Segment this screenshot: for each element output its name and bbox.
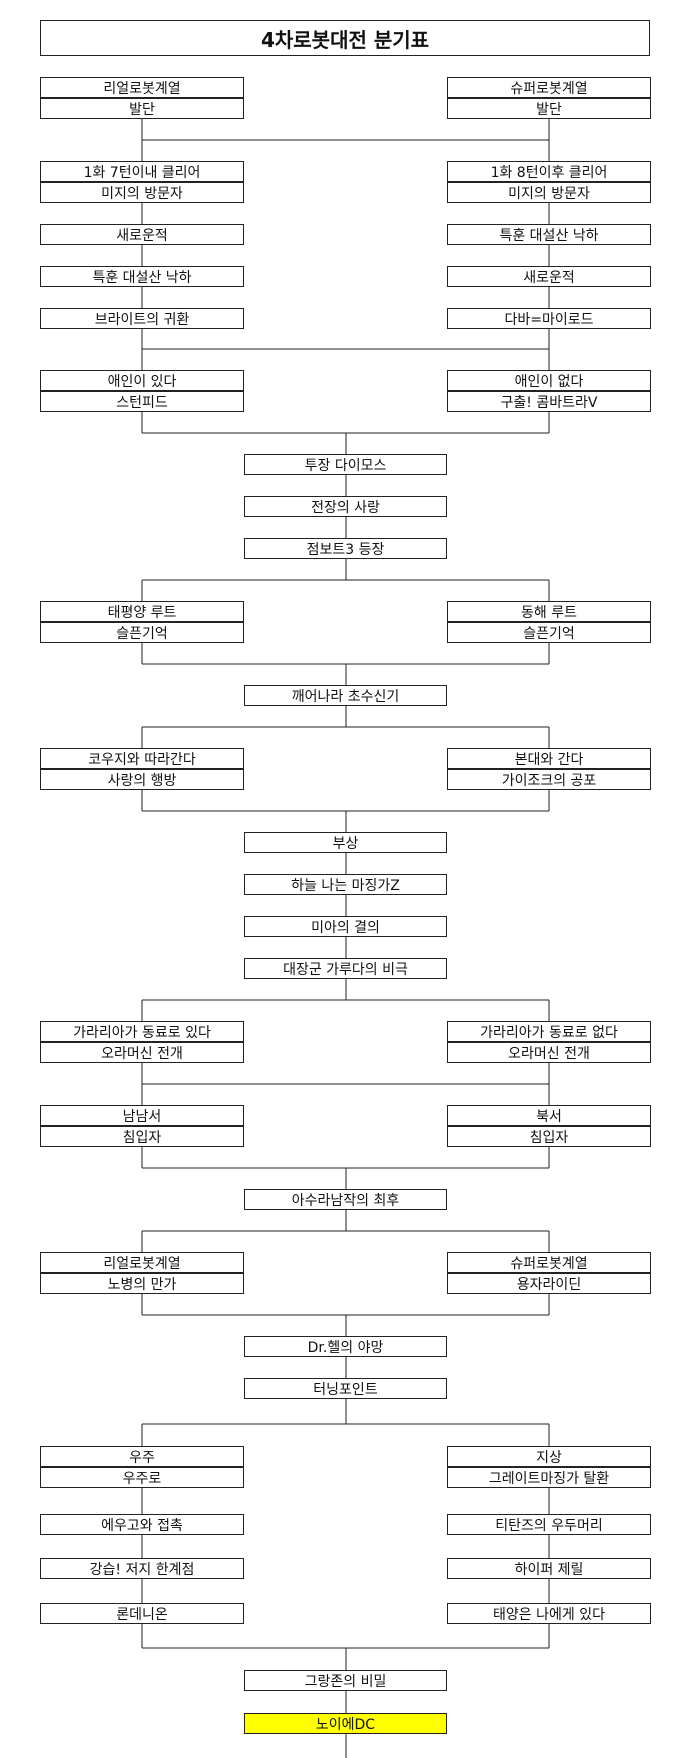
node-center-1: 투장 다이모스 — [244, 454, 447, 475]
node-galaria-absent-stage: 오라머신 전개 — [447, 1042, 651, 1063]
node-left-londenion: 론데니온 — [40, 1603, 244, 1624]
node-left-aeug-contact: 에우고와 접촉 — [40, 1514, 244, 1535]
node-right-new-enemy: 새로운적 — [447, 266, 651, 287]
node-real-robot-late: 리얼로봇계열 — [40, 1252, 244, 1273]
node-center-6: 하늘 나는 마징가Z — [244, 874, 447, 895]
node-super-robot-late: 슈퍼로봇계열 — [447, 1252, 651, 1273]
node-main-force: 본대와 간다 — [447, 748, 651, 769]
chart-title: 4차로봇대전 분기표 — [40, 20, 650, 56]
node-pacific-route: 태평양 루트 — [40, 601, 244, 622]
node-real-robot-start: 리얼로봇계열 — [40, 77, 244, 98]
node-left-snow-mountain: 특훈 대설산 낙하 — [40, 266, 244, 287]
node-space: 우주 — [40, 1446, 244, 1467]
node-super-robot-start: 슈퍼로봇계열 — [447, 77, 651, 98]
node-right-daba-myroad: 다바=마이로드 — [447, 308, 651, 329]
node-main-force-stage: 가이조크의 공포 — [447, 769, 651, 790]
node-real-robot-late-stage: 노병의 만가 — [40, 1273, 244, 1294]
node-center-10: Dr.헬의 야망 — [244, 1336, 447, 1357]
node-south-southwest: 남남서 — [40, 1105, 244, 1126]
node-center-2: 전장의 사랑 — [244, 496, 447, 517]
node-ground-stage: 그레이트마징가 탈환 — [447, 1467, 651, 1488]
node-no-lover: 애인이 없다 — [447, 370, 651, 391]
node-pacific-route-stage: 슬픈기억 — [40, 622, 244, 643]
node-space-stage: 우주로 — [40, 1467, 244, 1488]
node-center-3: 점보트3 등장 — [244, 538, 447, 559]
node-right-hyper-jerid: 하이퍼 제릴 — [447, 1558, 651, 1579]
node-left-assault: 강습! 저지 한계점 — [40, 1558, 244, 1579]
node-follow-kouji-stage: 사랑의 행방 — [40, 769, 244, 790]
node-northwest: 북서 — [447, 1105, 651, 1126]
node-center-4: 깨어나라 초수신기 — [244, 685, 447, 706]
node-has-lover-stage: 스턴피드 — [40, 391, 244, 412]
node-center-12: 그랑존의 비밀 — [244, 1670, 447, 1691]
node-galaria-absent: 가라리아가 동료로 없다 — [447, 1021, 651, 1042]
node-follow-kouji: 코우지와 따라간다 — [40, 748, 244, 769]
node-right-sun-is-mine: 태양은 나에게 있다 — [447, 1603, 651, 1624]
node-center-7: 미아의 결의 — [244, 916, 447, 937]
node-has-lover: 애인이 있다 — [40, 370, 244, 391]
node-northwest-stage: 침입자 — [447, 1126, 651, 1147]
node-clear-after-8-stage: 미지의 방문자 — [447, 182, 651, 203]
node-clear-after-8: 1화 8턴이후 클리어 — [447, 161, 651, 182]
node-final-highlighted: 노이에DC — [244, 1713, 447, 1734]
node-left-new-enemy: 새로운적 — [40, 224, 244, 245]
node-right-snow-mountain: 특훈 대설산 낙하 — [447, 224, 651, 245]
node-south-southwest-stage: 침입자 — [40, 1126, 244, 1147]
node-no-lover-stage: 구출! 콤바트라V — [447, 391, 651, 412]
node-center-8: 대장군 가루다의 비극 — [244, 958, 447, 979]
node-left-bright-return: 브라이트의 귀환 — [40, 308, 244, 329]
node-right-titans-leader: 티탄즈의 우두머리 — [447, 1514, 651, 1535]
node-center-5: 부상 — [244, 832, 447, 853]
node-east-sea-route: 동해 루트 — [447, 601, 651, 622]
node-super-robot-start-stage: 발단 — [447, 98, 651, 119]
node-super-robot-late-stage: 용자라이딘 — [447, 1273, 651, 1294]
node-center-11: 터닝포인트 — [244, 1378, 447, 1399]
node-galaria-ally-stage: 오라머신 전개 — [40, 1042, 244, 1063]
node-clear-within-7-stage: 미지의 방문자 — [40, 182, 244, 203]
node-real-robot-start-stage: 발단 — [40, 98, 244, 119]
node-galaria-ally: 가라리아가 동료로 있다 — [40, 1021, 244, 1042]
node-clear-within-7: 1화 7턴이내 클리어 — [40, 161, 244, 182]
node-east-sea-route-stage: 슬픈기억 — [447, 622, 651, 643]
node-center-9: 아수라남작의 최후 — [244, 1189, 447, 1210]
node-ground: 지상 — [447, 1446, 651, 1467]
